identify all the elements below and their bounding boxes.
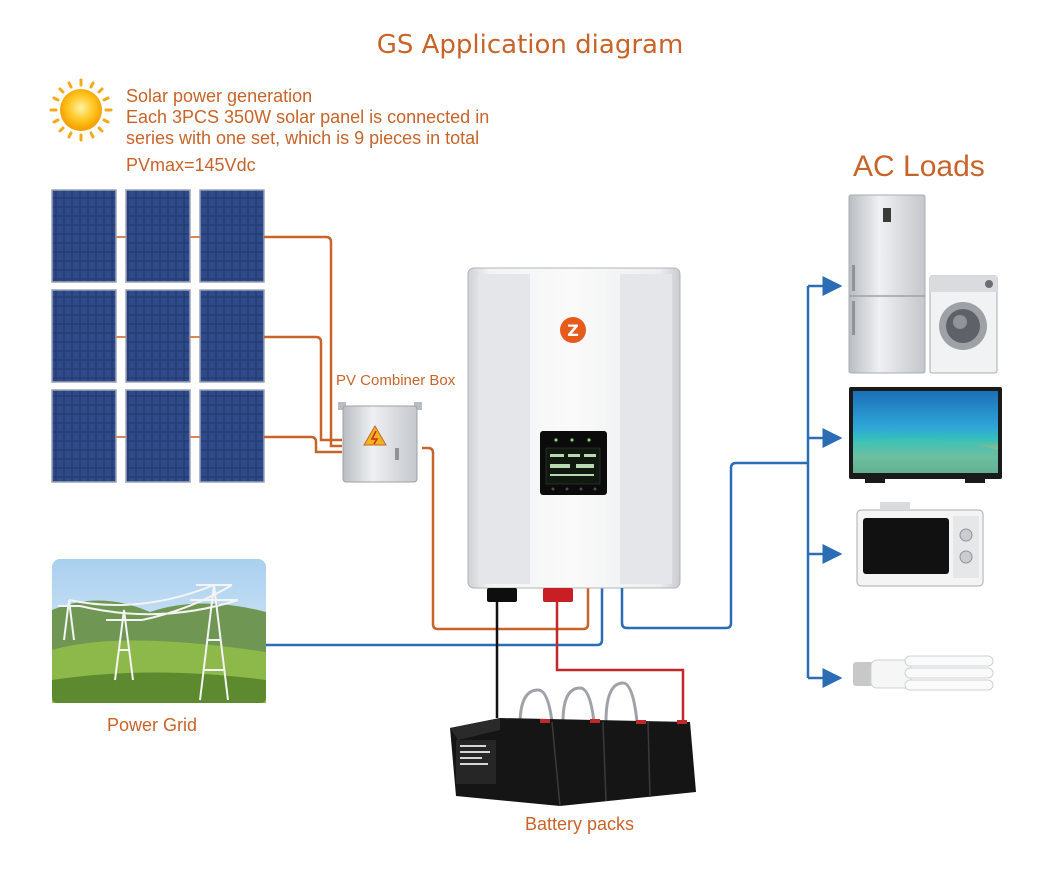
solar-panel [125, 289, 191, 383]
solar-panel [51, 389, 117, 483]
pv-wires [264, 235, 590, 631]
solar-panel-array [51, 189, 265, 483]
solar-panel [199, 389, 265, 483]
diagram-title: GS Application diagram [376, 30, 684, 60]
solar-panel [125, 389, 191, 483]
solar-panel [51, 189, 117, 283]
solar-panel [51, 289, 117, 383]
power-grid-label: Power Grid [107, 715, 198, 735]
microwave-icon [856, 502, 984, 587]
ac-loads-label: AC Loads [853, 150, 985, 183]
solar-heading: Solar power generation [126, 86, 313, 106]
ac-output-wires [620, 276, 843, 688]
grid-wire [266, 588, 604, 647]
battery-wires [495, 602, 685, 722]
inverter: Z [467, 267, 681, 589]
cfl-bulb-icon [853, 655, 994, 691]
solar-line-1: Each 3PCS 350W solar panel is connected … [126, 107, 490, 127]
solar-panel [199, 289, 265, 383]
svg-text:Z: Z [567, 321, 579, 340]
washing-machine-icon [929, 275, 998, 374]
brand-logo-icon [560, 317, 586, 343]
fridge-icon [848, 194, 926, 374]
solar-pvmax: PVmax=145Vdc [126, 155, 256, 175]
solar-description: Solar power generation Each 3PCS 350W so… [126, 86, 489, 176]
sun-icon [49, 78, 113, 142]
battery-packs-label: Battery packs [525, 814, 635, 834]
inverter-positive-terminal [543, 588, 573, 602]
display-indicators [554, 438, 591, 442]
solar-line-2: series with one set, which is 9 pieces i… [126, 128, 480, 148]
warning-icon [363, 425, 387, 446]
combiner-box-label: PV Combiner Box [336, 372, 456, 389]
power-grid-photo [52, 559, 266, 703]
tv-icon [849, 387, 1002, 483]
solar-panel [199, 189, 265, 283]
inverter-negative-terminal [487, 588, 517, 602]
combiner-box [338, 402, 422, 483]
solar-panel [125, 189, 191, 283]
battery-pack [450, 681, 696, 807]
